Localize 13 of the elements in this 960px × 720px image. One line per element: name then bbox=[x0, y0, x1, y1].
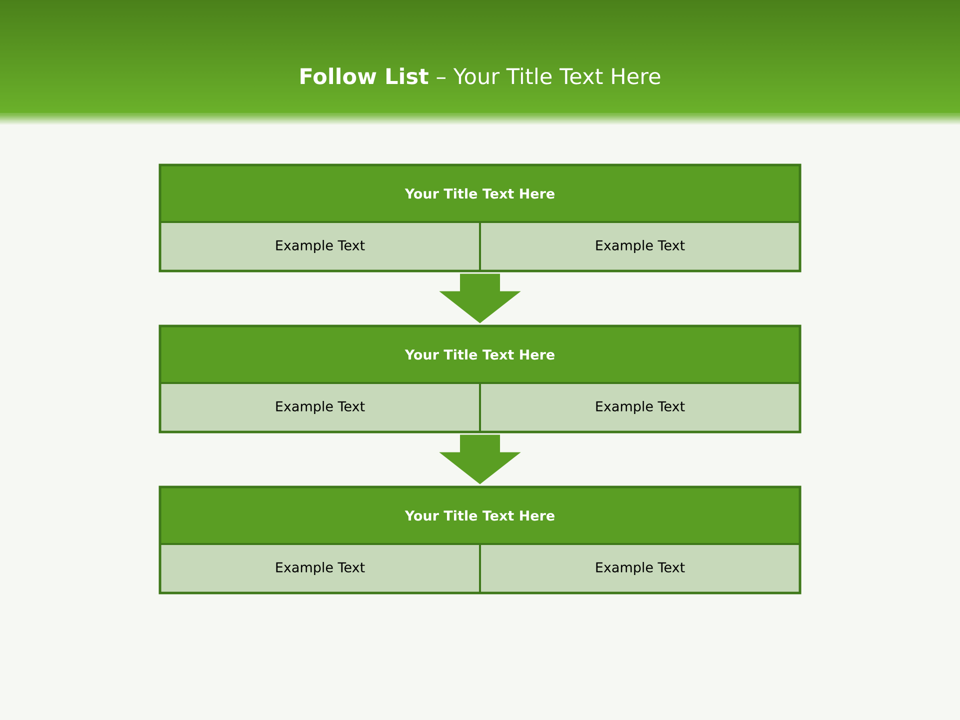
text-cell: Example Text bbox=[479, 543, 802, 594]
text-cell: Example Text bbox=[159, 543, 481, 594]
title-bar: Your Title Text Here bbox=[159, 486, 802, 545]
slide-title: Follow List – Your Title Text Here bbox=[300, 68, 660, 84]
list-block bbox=[158, 324, 802, 434]
list-block bbox=[158, 164, 802, 272]
text-cell: Example Text bbox=[159, 382, 481, 433]
title-bar: Your Title Text Here bbox=[159, 325, 802, 384]
text-cell: Example Text bbox=[159, 221, 481, 272]
title-bar: Your Title Text Here bbox=[159, 164, 802, 223]
list-block bbox=[158, 486, 802, 594]
text-cell: Example Text bbox=[479, 382, 802, 433]
text-cell: Example Text bbox=[479, 221, 802, 272]
